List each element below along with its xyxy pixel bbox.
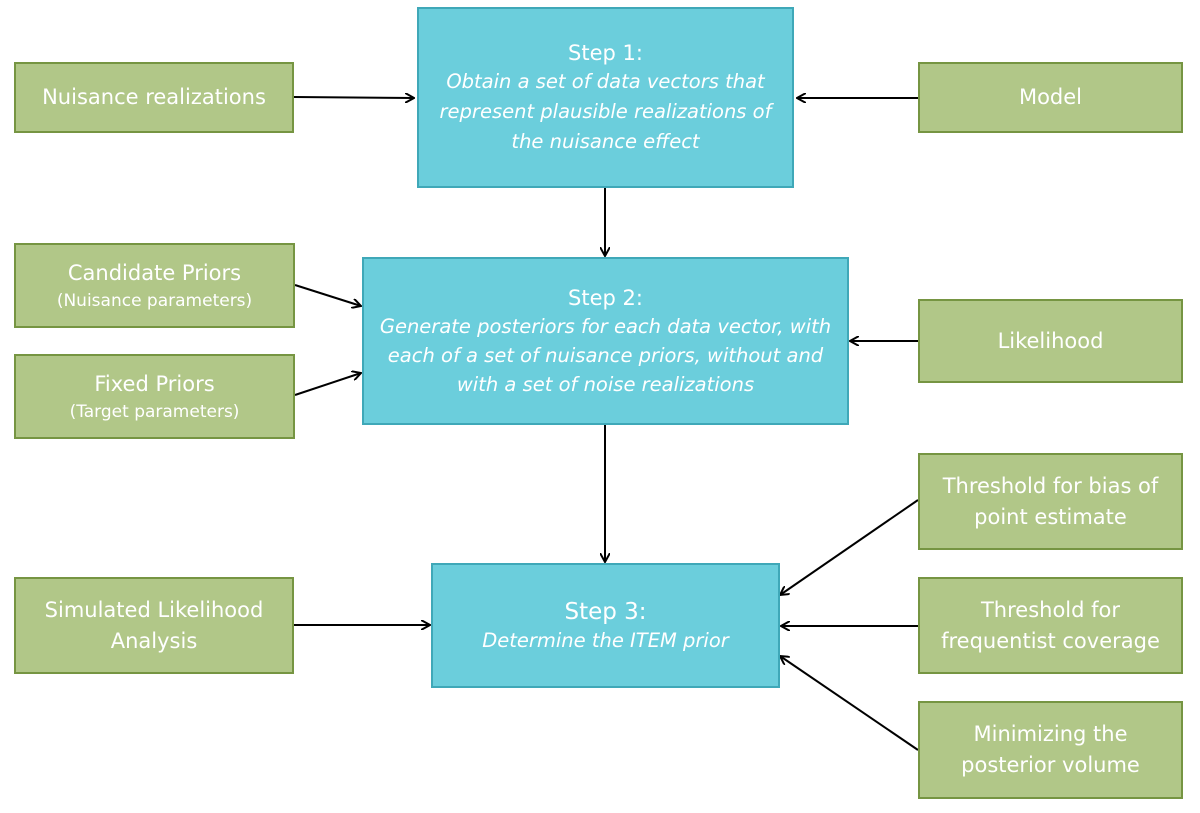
step2-description-line3: with a set of noise realizations — [456, 372, 755, 396]
threshold-coverage-label-line1: Threshold for — [980, 597, 1121, 622]
candidate-priors-sublabel: (Nuisance parameters) — [56, 291, 253, 311]
nuisance-realizations-box: Nuisance realizations — [14, 62, 294, 133]
model-label: Model — [1018, 85, 1083, 109]
step3-title: Step 3: — [564, 598, 647, 625]
step1-description-line2: represent plausible realizations of — [439, 99, 772, 123]
step1-description-line1: Obtain a set of data vectors that — [446, 69, 765, 93]
step3-description: Determine the ITEM prior — [482, 628, 729, 652]
step2-description-line1: Generate posteriors for each data vector… — [379, 314, 832, 338]
threshold-coverage-label-line2: frequentist coverage — [941, 628, 1160, 653]
candidate-priors-box: Candidate Priors (Nuisance parameters) — [14, 243, 295, 328]
likelihood-label: Likelihood — [997, 328, 1104, 353]
threshold-coverage-box: Threshold for frequentist coverage — [918, 577, 1183, 674]
arrow-bias-to-step3 — [780, 499, 919, 595]
arrow-candidate-to-step2 — [294, 284, 361, 306]
minimizing-volume-label-line1: Minimizing the — [973, 722, 1128, 746]
threshold-bias-box: Threshold for bias of point estimate — [918, 453, 1183, 550]
model-box: Model — [918, 62, 1183, 133]
threshold-bias-label-line2: point estimate — [974, 504, 1127, 529]
nuisance-realizations-label: Nuisance realizations — [42, 85, 266, 109]
step1-description-line3: the nuisance effect — [511, 129, 700, 153]
fixed-priors-box: Fixed Priors (Target parameters) — [14, 354, 295, 439]
arrow-volume-to-step3 — [780, 656, 919, 751]
step2-title: Step 2: — [568, 285, 643, 310]
arrow-nuisance-to-step1 — [293, 97, 414, 98]
step2-box: Step 2: Generate posteriors for each dat… — [362, 257, 849, 425]
fixed-priors-label: Fixed Priors — [94, 372, 215, 396]
simulated-likelihood-label-line2: Analysis — [110, 628, 198, 653]
candidate-priors-label: Candidate Priors — [67, 261, 242, 285]
step1-title: Step 1: — [568, 40, 643, 65]
step3-box: Step 3: Determine the ITEM prior — [431, 563, 780, 688]
simulated-likelihood-label-line1: Simulated Likelihood — [44, 597, 264, 622]
fixed-priors-sublabel: (Target parameters) — [69, 402, 240, 422]
arrow-fixed-to-step2 — [294, 373, 361, 396]
minimizing-volume-box: Minimizing the posterior volume — [918, 701, 1183, 799]
threshold-bias-label-line1: Threshold for bias of — [942, 473, 1159, 498]
step1-box: Step 1: Obtain a set of data vectors tha… — [417, 7, 794, 188]
simulated-likelihood-box: Simulated Likelihood Analysis — [14, 577, 294, 674]
likelihood-box: Likelihood — [918, 299, 1183, 383]
minimizing-volume-label-line2: posterior volume — [961, 753, 1140, 777]
step2-description-line2: each of a set of nuisance priors, withou… — [387, 343, 824, 367]
